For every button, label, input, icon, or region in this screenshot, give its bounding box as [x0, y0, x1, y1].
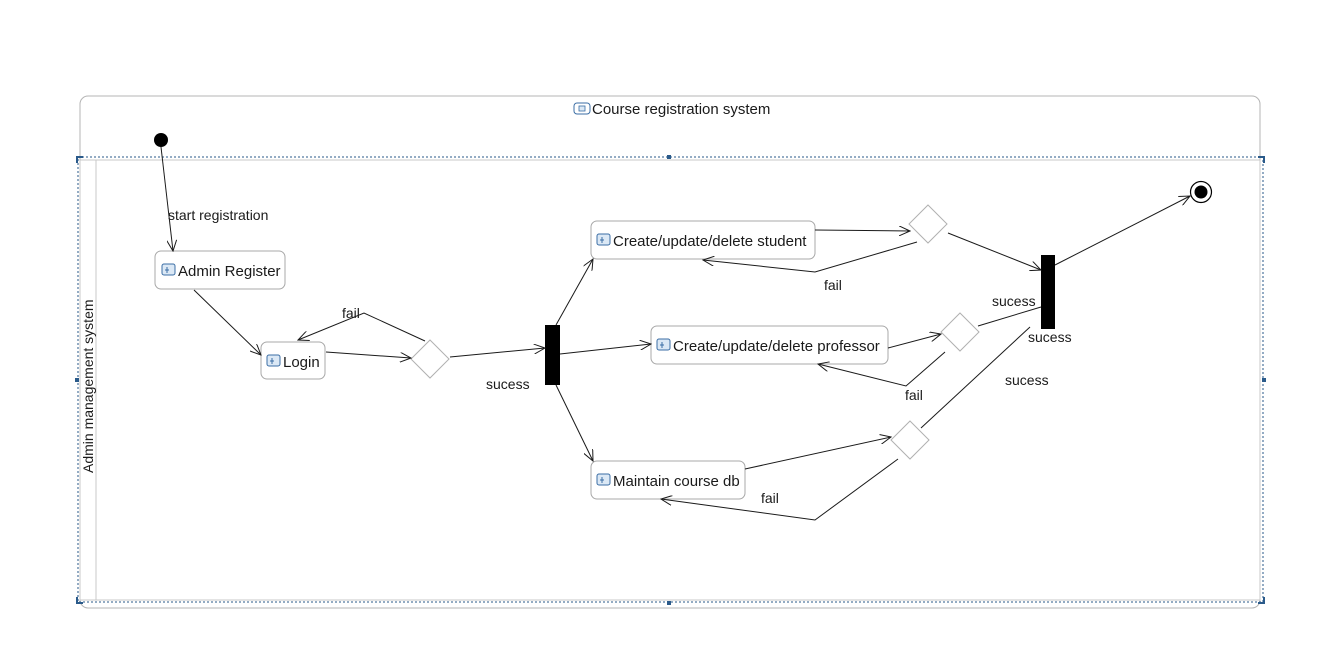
edge-label-login-fail: fail	[342, 305, 360, 321]
edge-fork-course[interactable]	[555, 384, 593, 461]
edge-admin-login[interactable]	[193, 289, 261, 355]
edge-login-decision[interactable]	[325, 351, 411, 358]
edge-label-student-success: sucess	[992, 293, 1036, 309]
action-label: Create/update/delete student	[613, 233, 807, 250]
selection-handles[interactable]	[75, 155, 1266, 605]
edge-label-professor-fail: fail	[905, 387, 923, 403]
decision-professor[interactable]	[940, 312, 980, 352]
action-course-db[interactable]: Maintain course db	[590, 460, 746, 500]
action-label: Login	[283, 354, 320, 371]
action-student[interactable]: Create/update/delete student	[590, 220, 816, 260]
activity-icon	[573, 102, 591, 115]
edge-login-success[interactable]	[449, 348, 545, 358]
edge-label-login-success: sucess	[486, 376, 530, 392]
activity-title: Course registration system	[592, 101, 770, 118]
edge-professor-decision[interactable]	[887, 334, 941, 349]
edge-course-decision[interactable]	[744, 437, 891, 470]
edge-professor-success[interactable]	[977, 306, 1042, 327]
edge-course-fail[interactable]	[661, 458, 899, 521]
initial-node[interactable]	[154, 133, 168, 147]
final-node[interactable]	[1189, 180, 1213, 204]
action-label: Maintain course db	[613, 473, 740, 490]
action-label: Admin Register	[178, 263, 281, 280]
edge-label-professor-success: sucess	[1028, 329, 1072, 345]
edge-student-fail[interactable]	[703, 241, 918, 273]
edge-fork-student[interactable]	[555, 259, 593, 326]
action-icon	[596, 473, 611, 486]
decision-course[interactable]	[890, 420, 930, 460]
partition-label: Admin management system	[80, 299, 96, 473]
edge-student-success[interactable]	[947, 232, 1041, 270]
fork-bar[interactable]	[545, 325, 560, 385]
action-admin-register[interactable]: Admin Register	[154, 250, 286, 290]
decision-login[interactable]	[410, 339, 450, 379]
edge-join-final[interactable]	[1054, 196, 1190, 266]
action-icon	[266, 354, 281, 367]
action-label: Create/update/delete professor	[673, 338, 880, 355]
action-icon	[161, 263, 176, 276]
edge-course-success[interactable]	[920, 326, 1031, 429]
edge-login-fail[interactable]	[298, 312, 426, 342]
edge-label-course-success: sucess	[1005, 372, 1049, 388]
edge-label-student-fail: fail	[824, 277, 842, 293]
partition[interactable]	[79, 159, 1261, 601]
edge-label-start: start registration	[168, 207, 268, 223]
edge-professor-fail[interactable]	[818, 351, 946, 387]
edge-student-decision[interactable]	[814, 230, 910, 231]
edge-fork-professor[interactable]	[559, 344, 651, 355]
join-bar[interactable]	[1041, 255, 1055, 329]
action-icon	[596, 233, 611, 246]
edges	[160, 146, 1190, 521]
action-login[interactable]: Login	[260, 341, 326, 380]
decision-student[interactable]	[908, 204, 948, 244]
action-icon	[656, 338, 671, 351]
edge-label-course-fail: fail	[761, 490, 779, 506]
action-professor[interactable]: Create/update/delete professor	[650, 325, 889, 365]
edge-start[interactable]	[160, 146, 173, 251]
